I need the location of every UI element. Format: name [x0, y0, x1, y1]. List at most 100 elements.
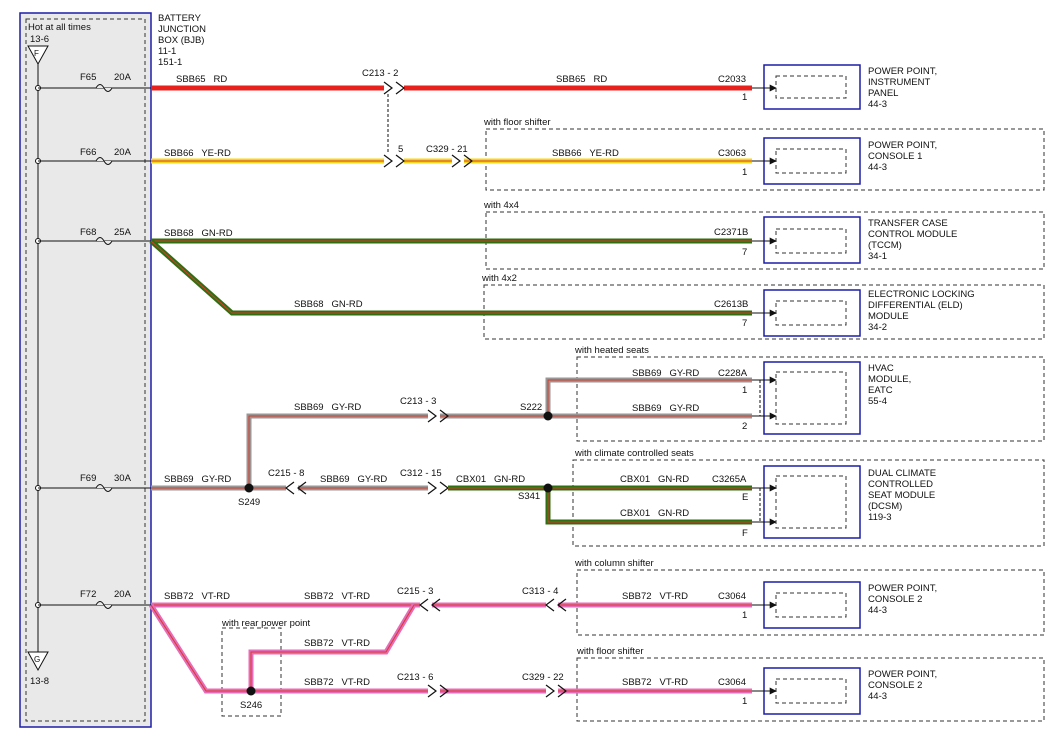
module-box: [763, 465, 861, 539]
fuse-rating: 20A: [114, 147, 132, 158]
wire-sbb69: SBB69 GY-RD SBB69 GY-RD SBB69 GY-RD SBB6…: [151, 368, 752, 508]
bjb-title-line: BOX (BJB): [158, 35, 204, 46]
option-label: with 4x4: [483, 200, 519, 211]
module-power-point-console-2a: C3064 1 POWER POINT, CONSOLE 2 44-3: [718, 581, 937, 629]
module-name-line: MODULE: [868, 311, 909, 322]
wire-label: SBB65 RD: [556, 74, 607, 85]
fuse-name: F69: [80, 473, 96, 484]
bjb-box: [19, 12, 152, 728]
module-name-line: ELECTRONIC LOCKING: [868, 289, 975, 300]
splice-label: S246: [240, 700, 262, 711]
module-power-point-console-1: C3063 1 POWER POINT, CONSOLE 1 44-3: [718, 137, 937, 185]
module-name-line: CONTROL MODULE: [868, 229, 957, 240]
wire-label: SBB72 VT-RD: [622, 677, 688, 688]
module-name-line: TRANSFER CASE: [868, 218, 948, 229]
wire-label: SBB72 VT-RD: [164, 591, 230, 602]
module-tccm: C2371B 7 TRANSFER CASE CONTROL MODULE (T…: [714, 216, 957, 264]
fuse-icon: [95, 237, 113, 245]
wire-label: SBB72 VT-RD: [304, 638, 370, 649]
bjb-top-connector-icon: [27, 45, 49, 66]
module-name-line: MODULE,: [868, 374, 911, 385]
module-name-line: POWER POINT,: [868, 140, 937, 151]
splice-s222: [543, 411, 553, 421]
module-pin: 7: [742, 247, 747, 258]
connector-label: C215 - 3: [397, 586, 433, 597]
module-inner: [775, 75, 847, 99]
fuse-icon: [95, 601, 113, 609]
connector-label: C215 - 8: [268, 468, 304, 479]
module-name-line: INSTRUMENT: [868, 77, 930, 88]
option-box: [576, 356, 1045, 442]
module-name-line: EATC: [868, 385, 893, 396]
module-name-line: DUAL CLIMATE: [868, 468, 936, 479]
wire-sbb68: SBB68 GN-RD SBB68 GN-RD: [149, 228, 752, 316]
fuse-name: F72: [80, 589, 96, 600]
wire-label: SBB69 GY-RD: [632, 368, 699, 379]
bjb-title-line: 151-1: [158, 57, 182, 68]
module-box: [763, 361, 861, 435]
wire-sbb66: SBB66 YE-RD SBB66 YE-RD 5 C329 - 21: [151, 144, 752, 168]
module-box: [763, 216, 861, 264]
module-name-line: 44-3: [868, 605, 887, 616]
module-inner: [775, 371, 847, 425]
module-name-line: 119-3: [868, 512, 892, 523]
module-pin: 2: [742, 421, 747, 432]
option-box: [576, 657, 1045, 722]
module-name-line: CONSOLE 2: [868, 594, 922, 605]
wire-label: SBB66 YE-RD: [164, 148, 231, 159]
wire-label: SBB69 GY-RD: [632, 403, 699, 414]
option-label: with floor shifter: [483, 117, 551, 128]
module-pin: 1: [742, 92, 747, 103]
module-dcsm: C3265A E F DUAL CLIMATE CONTROLLED SEAT …: [712, 465, 936, 539]
module-name-line: CONTROLLED: [868, 479, 933, 490]
wire-label: CBX01 GN-RD: [620, 508, 689, 519]
module-name-line: POWER POINT,: [868, 669, 937, 680]
wire-label: SBB68 GN-RD: [164, 228, 233, 239]
module-eld: C2613B 7 ELECTRONIC LOCKING DIFFERENTIAL…: [714, 289, 975, 337]
fuse-rating: 20A: [114, 589, 132, 600]
fuse-rating: 25A: [114, 227, 132, 238]
module-name-line: 34-2: [868, 322, 887, 333]
wire-label: SBB72 VT-RD: [304, 677, 370, 688]
connector-label: C312 - 15: [400, 468, 442, 479]
fuse-rating: 30A: [114, 473, 132, 484]
module-power-point-console-2b: C3064 1 POWER POINT, CONSOLE 2 44-3: [718, 667, 937, 715]
module-name-line: (TCCM): [868, 240, 902, 251]
module-connector: C2033: [718, 74, 746, 85]
module-name-line: SEAT MODULE: [868, 490, 935, 501]
connector-label: C213 - 6: [397, 672, 433, 683]
option-box: [221, 627, 282, 717]
module-name-line: 34-1: [868, 251, 887, 262]
connector-label: C329 - 21: [426, 144, 468, 155]
splice-label: S341: [518, 491, 540, 502]
fuse-name: F68: [80, 227, 96, 238]
module-name-line: 44-3: [868, 162, 887, 173]
option-label: with 4x2: [481, 273, 517, 284]
module-box: [763, 289, 861, 337]
module-name-line: 44-3: [868, 691, 887, 702]
module-name-line: HVAC: [868, 363, 894, 374]
fuse-name: F65: [80, 72, 96, 83]
module-pin: E: [742, 492, 748, 503]
option-box: [572, 459, 1045, 547]
bjb-top-connector: F: [34, 49, 39, 58]
module-connector: C3064: [718, 591, 746, 602]
wire-label: SBB65 RD: [176, 74, 227, 85]
wire-label: SBB72 VT-RD: [622, 591, 688, 602]
module-pin: 1: [742, 610, 747, 621]
module-connector: C3063: [718, 148, 746, 159]
module-pin: 1: [742, 696, 747, 707]
module-hvac: C228A 1 2 HVAC MODULE, EATC 55-4: [718, 361, 911, 435]
module-name-line: CONSOLE 2: [868, 680, 922, 691]
wire-sbb65: SBB65 RD SBB65 RD C213 - 2: [151, 68, 752, 152]
option-label: with heated seats: [574, 345, 649, 356]
fuse-icon: [95, 484, 113, 492]
module-name-line: POWER POINT,: [868, 66, 937, 77]
module-name-line: POWER POINT,: [868, 583, 937, 594]
bjb-bottom-connector: G: [34, 655, 40, 664]
fuse-f72: F72 20A: [35, 589, 151, 609]
module-name-line: DIFFERENTIAL (ELD): [868, 300, 963, 311]
fuse-f68: F68 25A: [35, 227, 151, 245]
wire-sbb72: SBB72 VT-RD SBB72 VT-RD SBB72 VT-RD SBB7…: [148, 586, 752, 711]
